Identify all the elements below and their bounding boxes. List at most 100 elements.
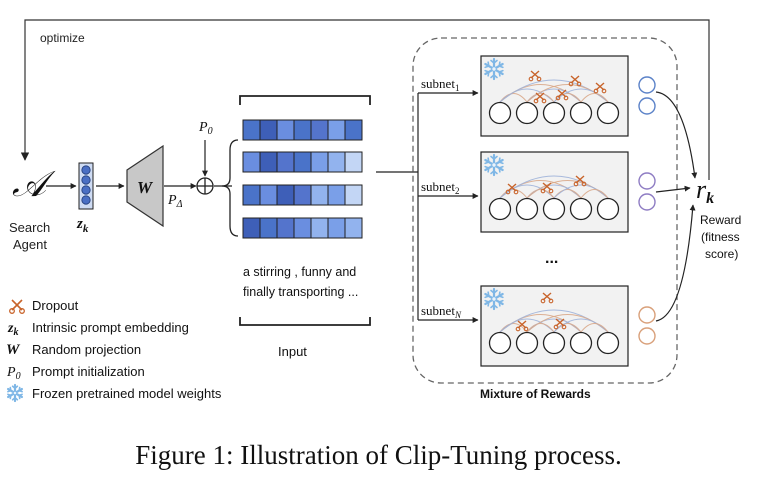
embedding-cell [344,119,363,141]
token-node [488,331,512,355]
token-node [515,101,539,125]
input-left-brace [221,139,239,237]
w-label: W [137,178,154,197]
token-node [569,331,593,355]
embedding-cell [293,151,312,173]
embedding-cell [310,151,329,173]
plus-operator [196,177,214,195]
embedding-cell [276,217,295,239]
output-node [638,76,656,94]
token-node [596,197,620,221]
input-embedding-rows [242,119,363,239]
legend-snowflake-icon [6,383,24,403]
legend-z-k-symbol: zk [7,321,18,338]
embedding-cell [344,217,363,239]
legend-intrinsic-embedding: Intrinsic prompt embedding [32,320,189,335]
random-projection-w: W [126,144,164,228]
token-node [596,101,620,125]
legend-frozen-weights: Frozen pretrained model weights [32,386,222,401]
optimize-loop: optimize [20,19,710,180]
search-agent-label-line1: Search [9,220,50,235]
token-node [488,197,512,221]
subnet-1-label: subnet1 [421,76,459,93]
subnet-panel [480,55,656,137]
embedding-cell [259,119,278,141]
token-node [596,331,620,355]
input-to-subnets [376,90,479,323]
subnet-ellipsis: ... [545,250,558,267]
output-node [638,97,656,115]
snowflake-icon [484,57,504,81]
reward-label-line3: score) [705,247,738,261]
legend-scissors-icon [9,299,25,314]
token-node [569,197,593,221]
scissors-icon [568,75,582,87]
figure-caption: Figure 1: Illustration of Clip-Tuning pr… [135,440,622,470]
embedding-cell [259,184,278,206]
attention-arc [553,184,609,199]
legend: Dropout zk Intrinsic prompt embedding W … [6,298,222,403]
optimize-label: optimize [40,31,85,45]
p-delta-label: PΔ [167,193,183,210]
embedding-cell [327,217,346,239]
embedding-cell [310,217,329,239]
token-node [515,331,539,355]
scissors-icon [593,82,607,94]
embedding-cell [293,119,312,141]
attention-arc [580,323,609,333]
embedding-cell [242,151,261,173]
embedding-cell [293,217,312,239]
scissors-icon [505,183,519,195]
legend-prompt-init: Prompt initialization [32,364,145,379]
embedding-cell [242,217,261,239]
token-node [542,331,566,355]
embedding-cell [327,151,346,173]
scissors-icon [540,292,554,304]
embedding-cell [310,119,329,141]
token-node [515,197,539,221]
input-label: Input [278,344,307,359]
scissors-icon [553,318,567,330]
legend-dropout: Dropout [32,298,79,313]
scissors-icon [528,70,542,82]
embedding-cell [259,217,278,239]
subnet-panel [480,151,656,233]
search-agent: 𝒜 Search Agent [9,164,56,252]
subnet-panels [480,55,656,367]
token-node [542,197,566,221]
subnet-2-label: subnet2 [421,179,459,196]
search-agent-label-line2: Agent [13,237,47,252]
embedding-cell [327,184,346,206]
token-node [542,101,566,125]
output-node [638,327,656,345]
scissors-icon [533,92,547,104]
output-to-reward-arrows [655,91,698,322]
scissors-icon [573,175,587,187]
subnet-panel [480,285,656,367]
attention-arc [580,189,609,199]
embedding-row [242,119,363,141]
embedding-cell [344,184,363,206]
embedding-cell [344,151,363,173]
token-node [488,101,512,125]
attention-arc [553,88,609,103]
embedding-cell [310,184,329,206]
reward-label-line1: Reward [700,213,741,227]
input-top-bracket [239,95,371,105]
embedding-row [242,217,363,239]
embedding-row [242,151,363,173]
p0-label: P0 [198,120,213,137]
input-text-line1: a stirring , funny and [243,265,356,279]
attention-arc [553,318,609,333]
output-node [638,172,656,190]
output-node [638,193,656,211]
embedding-cell [259,151,278,173]
snowflake-icon [484,287,504,311]
token-node [569,101,593,125]
embedding-cell [276,119,295,141]
embedding-row [242,184,363,206]
reward-symbol: rk [696,175,714,207]
scissors-icon [515,320,529,332]
output-node [638,306,656,324]
